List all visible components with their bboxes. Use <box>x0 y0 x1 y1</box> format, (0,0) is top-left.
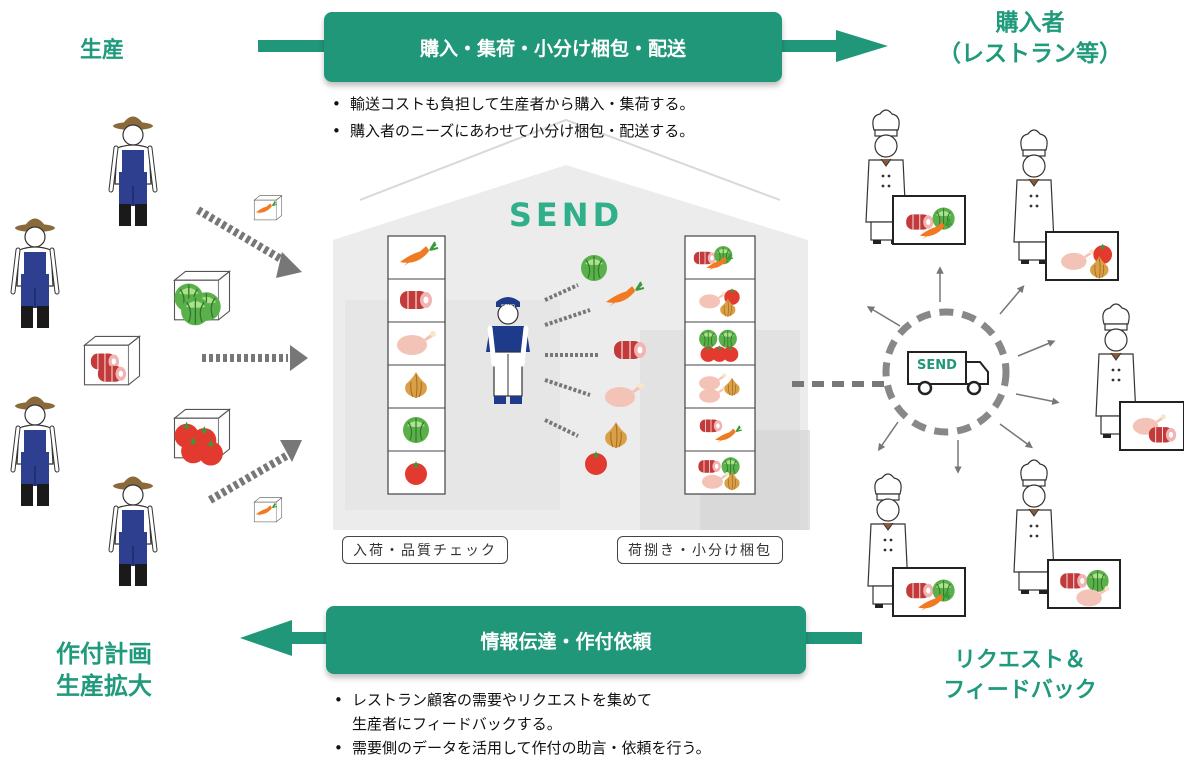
crate-cabbage <box>173 270 231 326</box>
staff-cap-brand: SEND <box>501 304 515 310</box>
farmer-icon <box>13 397 57 507</box>
bottom-bullet-line: レストラン顧客の需要やリクエストを集めて <box>352 691 653 709</box>
crate-carrots-top <box>253 195 283 221</box>
top-bullets: 輸送コストも負担して生産者から購入・集荷する。 購入者のニーズにあわせて小分け梱… <box>330 91 695 145</box>
chef-box <box>892 567 966 617</box>
delivery-circle <box>882 308 1010 436</box>
cabbage-icon <box>580 254 608 282</box>
meat-icon <box>613 340 647 360</box>
cabbage-icon <box>402 416 430 444</box>
plan-line1: 作付計画 <box>56 640 152 668</box>
chef-box <box>892 195 966 245</box>
farmer-icon <box>111 117 155 227</box>
farmer-icon <box>13 219 57 329</box>
crate-meat <box>83 335 141 386</box>
truck-brand: SEND <box>917 358 957 373</box>
buyer-line2: （レストラン等） <box>938 41 1122 68</box>
chef-box <box>1119 401 1184 451</box>
bottom-bullet: 需要側のデータを活用して作付の助言・依頼を行う。 <box>332 736 711 760</box>
truck-icon <box>907 351 989 396</box>
meat-icon <box>399 290 433 310</box>
inbound-arrows <box>195 206 290 504</box>
request-label: リクエスト＆ フィードバック <box>920 646 1120 705</box>
top-bullet: 輸送コストも負担して生産者から購入・集荷する。 <box>330 91 695 118</box>
bottom-arrow <box>240 620 862 656</box>
plan-label: 作付計画 生産拡大 <box>34 638 174 703</box>
buyer-line1: 購入者 <box>995 10 1065 36</box>
chef-box <box>1045 231 1119 281</box>
farmer-icon <box>111 477 155 587</box>
delivery-arrows <box>866 266 1060 474</box>
top-banner: 購入・集荷・小分け梱包・配送 <box>324 12 782 82</box>
plan-line2: 生産拡大 <box>56 672 152 701</box>
inbound-shelf <box>387 235 446 495</box>
crate-tomatoes <box>173 408 231 466</box>
request-line2: フィードバック <box>943 677 1097 703</box>
crate-carrots-bottom <box>253 497 283 523</box>
bottom-bullets: レストラン顧客の需要やリクエストを集めて 生産者にフィードバックする。 需要側の… <box>332 688 711 760</box>
packing-label: 荷捌き・小分け梱包 <box>617 536 783 564</box>
bottom-bullet: レストラン顧客の需要やリクエストを集めて 生産者にフィードバックする。 <box>332 688 711 736</box>
top-bullet: 購入者のニーズにあわせて小分け梱包・配送する。 <box>330 118 695 145</box>
bottom-bullet-line: 生産者にフィードバックする。 <box>352 715 562 733</box>
bottom-banner: 情報伝達・作付依頼 <box>326 606 806 674</box>
warehouse-brand: SEND <box>508 196 624 234</box>
packing-shelf <box>684 235 756 495</box>
request-line1: リクエスト＆ <box>953 648 1086 673</box>
sorting-arrows <box>544 283 598 438</box>
staff-worker <box>486 297 530 404</box>
buyer-label: 購入者 （レストラン等） <box>930 8 1130 70</box>
bottom-bullet-line: 需要側のデータを活用して作付の助言・依頼を行う。 <box>352 739 711 757</box>
inbound-label: 入荷・品質チェック <box>342 536 508 564</box>
production-label: 生産 <box>79 38 124 63</box>
chef-box <box>1047 559 1121 609</box>
